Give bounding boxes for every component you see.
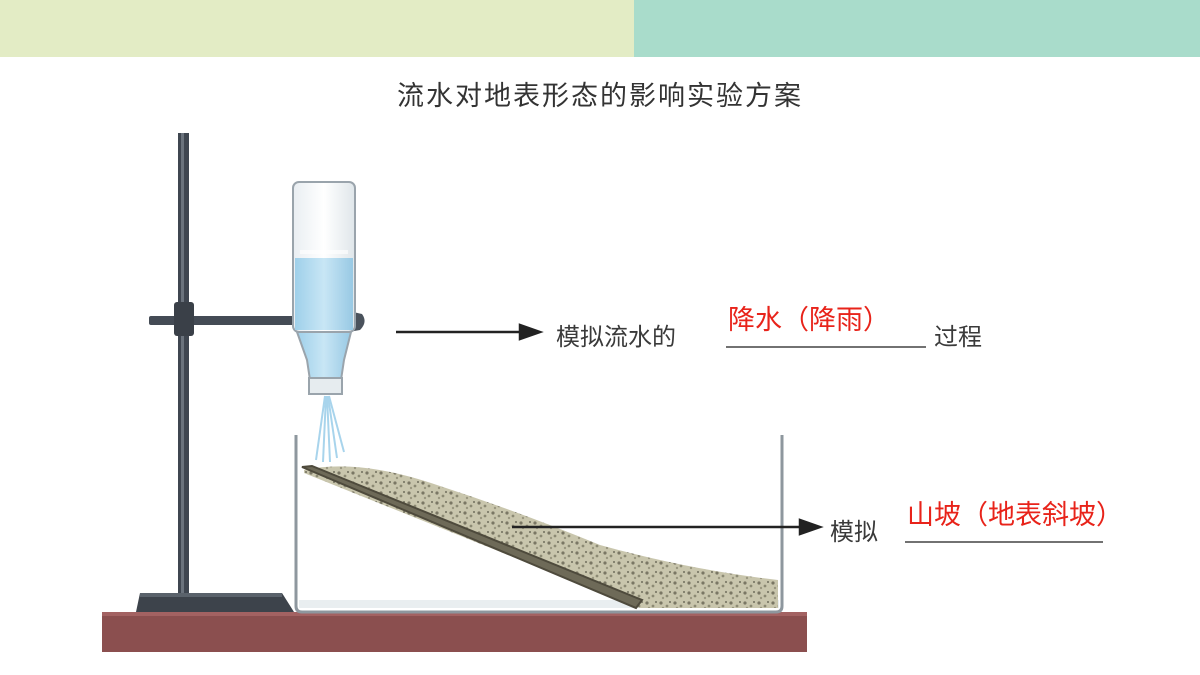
- glass-tank: [294, 435, 784, 614]
- slope-board: [301, 464, 644, 610]
- diagram-title: 流水对地表形态的影响实验方案: [397, 81, 803, 112]
- arrow-slope: [512, 518, 824, 536]
- rain-answer: 降水（降雨）: [728, 305, 890, 336]
- arrow-rain: [396, 323, 544, 341]
- ring-stand: [136, 133, 365, 612]
- header-band-right: [634, 0, 1200, 57]
- water-spray: [315, 395, 345, 463]
- water-bottle: [292, 181, 356, 395]
- slope-label-prefix: 模拟: [830, 518, 878, 546]
- rain-label-prefix: 模拟流水的: [556, 323, 676, 351]
- sand-slope: [304, 466, 778, 608]
- table-top: [102, 612, 807, 652]
- header-band-left: [0, 0, 634, 57]
- slope-answer: 山坡（地表斜坡）: [907, 500, 1123, 531]
- rain-label-suffix: 过程: [934, 323, 982, 351]
